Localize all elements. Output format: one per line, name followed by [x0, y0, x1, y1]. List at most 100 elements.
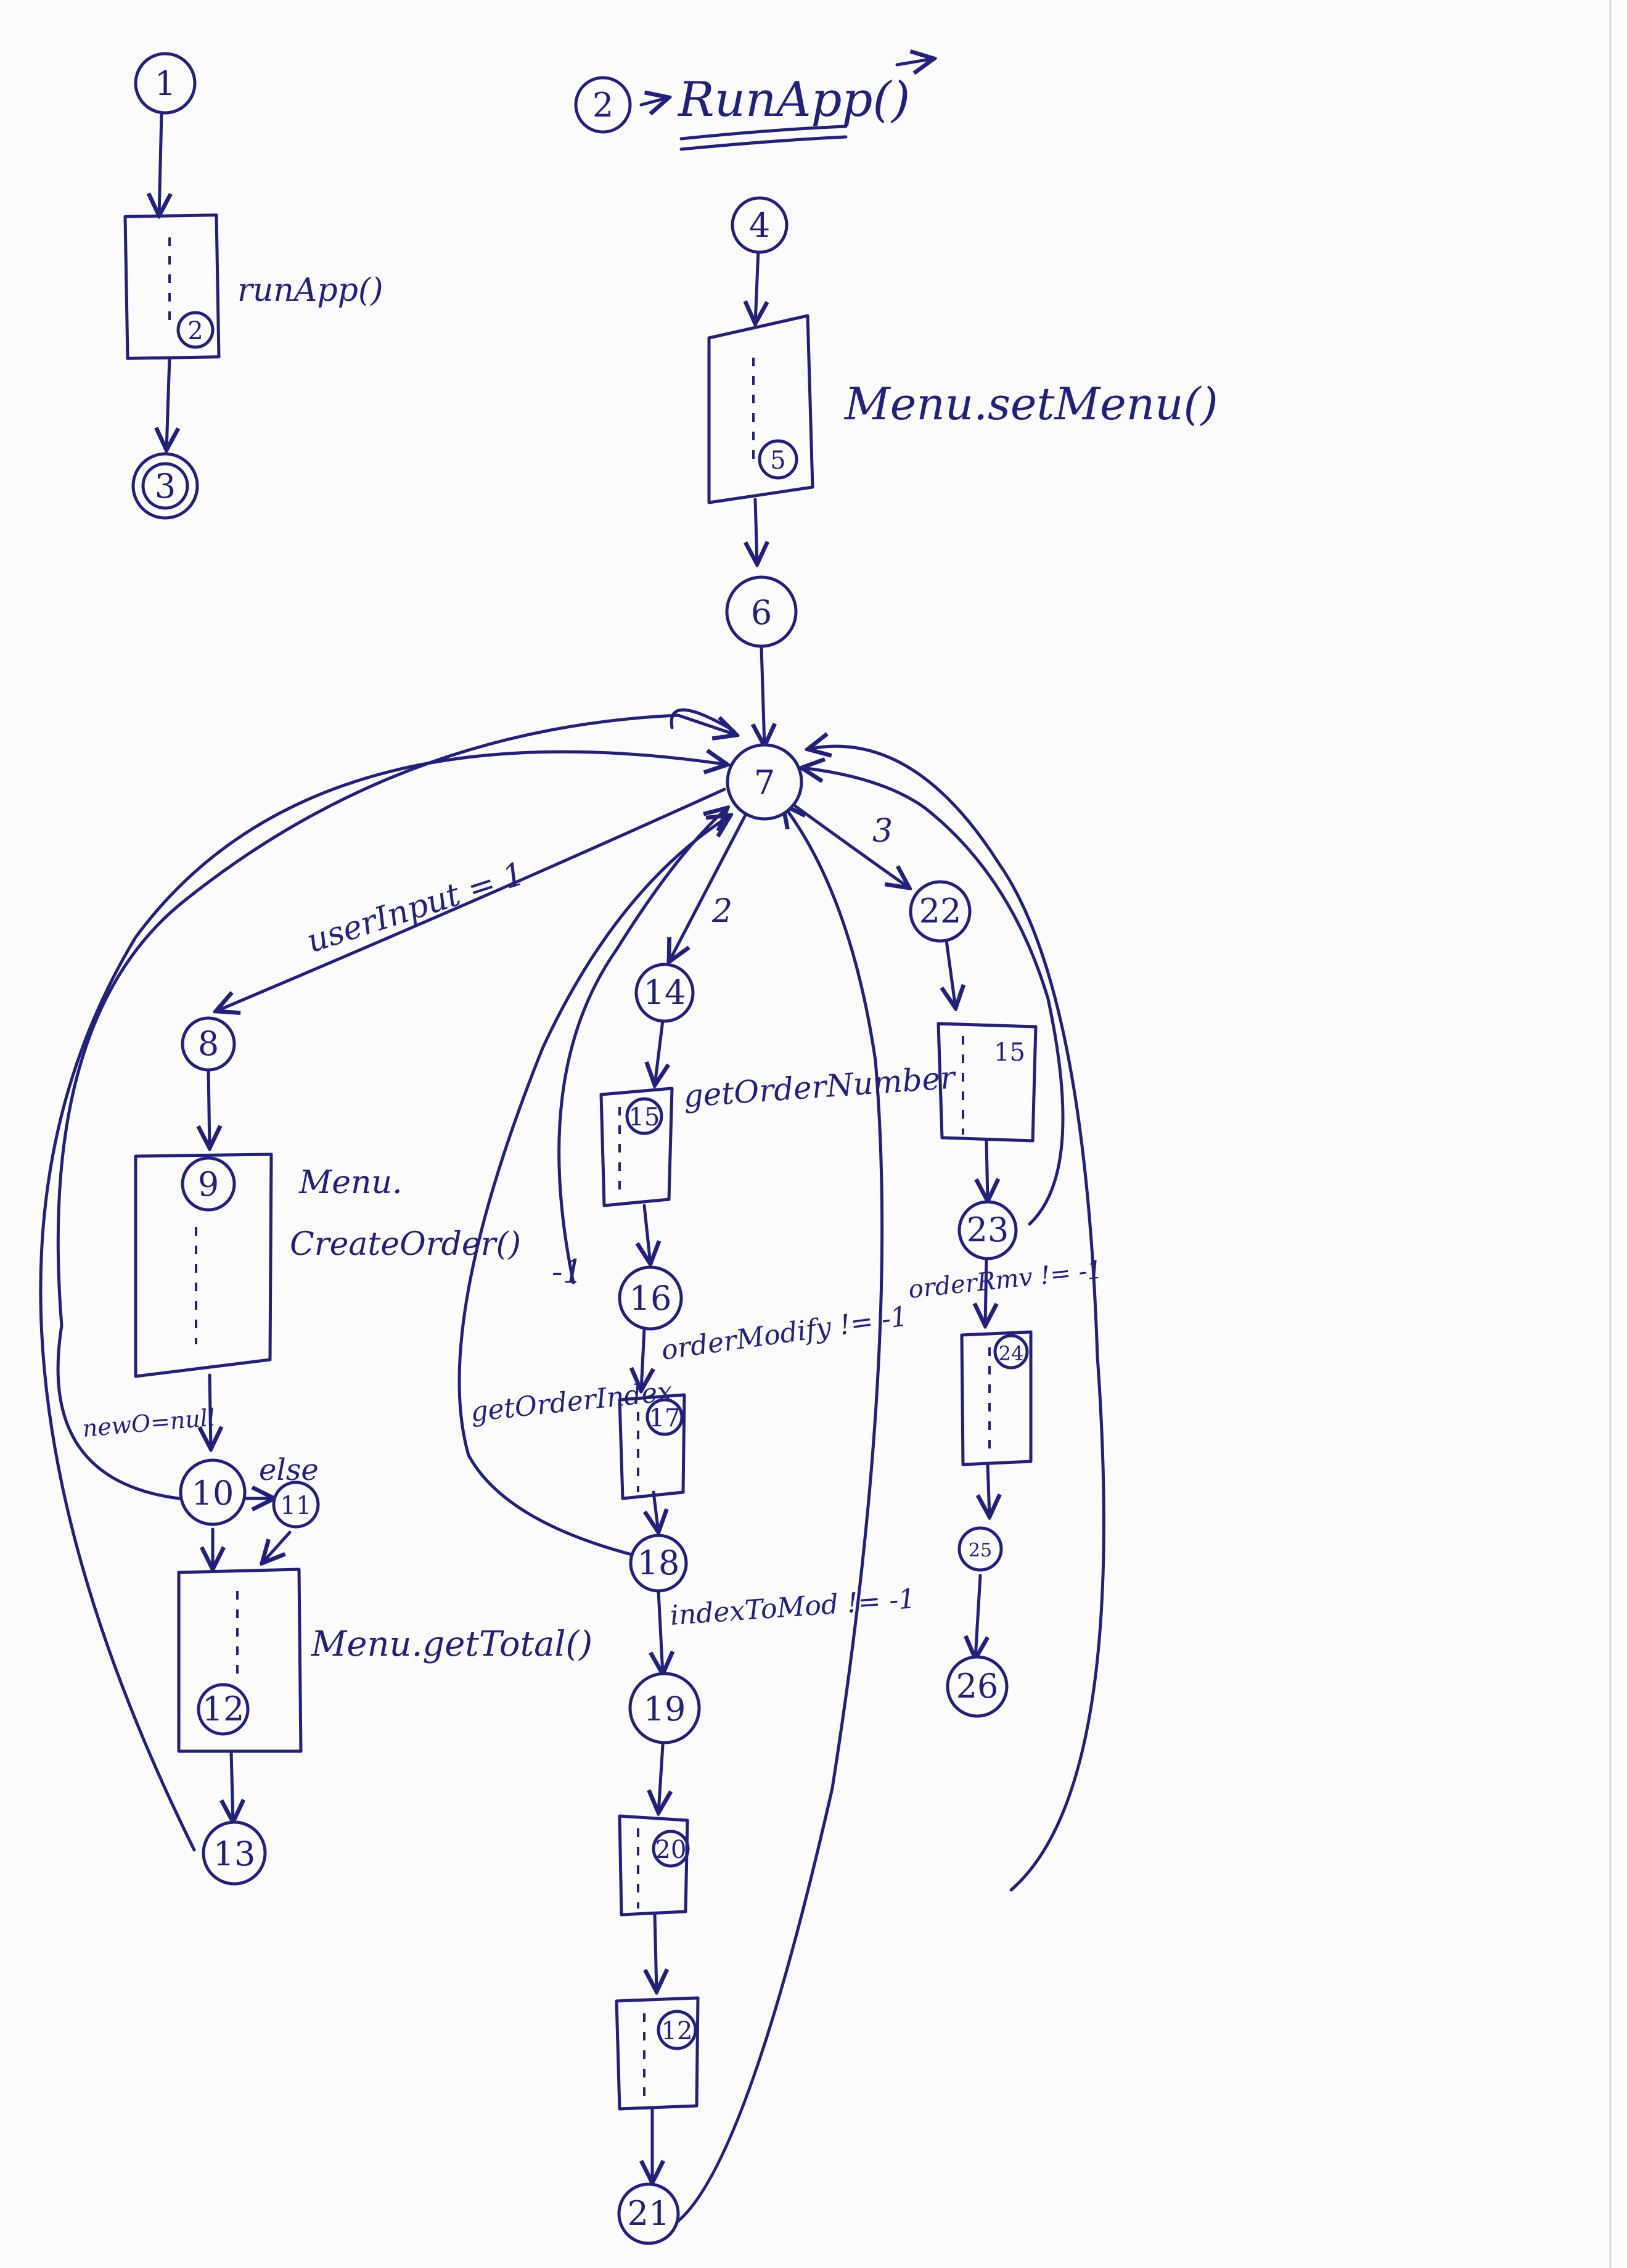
- edge-23-7: [801, 768, 1065, 1226]
- svg-text:8: 8: [198, 1024, 219, 1063]
- svg-text:25: 25: [969, 1540, 992, 1561]
- edge-23-24box: [985, 1256, 986, 1326]
- edge-16-7: [557, 808, 727, 1284]
- label-minus-one: -1: [552, 1254, 583, 1291]
- node-4: 4: [731, 196, 789, 254]
- node-23: 23: [957, 1200, 1018, 1260]
- edge-17box-18: [654, 1490, 658, 1532]
- svg-text:19: 19: [644, 1690, 686, 1728]
- svg-text:7: 7: [754, 763, 775, 802]
- svg-text:15: 15: [994, 1038, 1025, 1067]
- node-26: 26: [946, 1655, 1009, 1718]
- node-11: 11: [272, 1481, 320, 1529]
- svg-text:6: 6: [751, 593, 772, 632]
- title-text: RunApp(): [677, 72, 910, 128]
- svg-text:21: 21: [628, 2194, 670, 2233]
- label-run-app-call: runApp(): [237, 272, 383, 309]
- edge-7-8: [216, 787, 726, 1011]
- svg-text:24: 24: [999, 1342, 1024, 1365]
- svg-text:22: 22: [919, 892, 962, 931]
- node-19: 19: [628, 1672, 701, 1744]
- label-order-modify: orderModify != -1: [659, 1300, 909, 1366]
- edge-5box-6: [755, 498, 757, 564]
- edge-1-2box: [159, 112, 162, 216]
- node-10: 10: [179, 1458, 247, 1526]
- edge-24box-25: [988, 1463, 990, 1517]
- label-get-total: Menu.getTotal(): [311, 1624, 592, 1664]
- edge-16-17box: [641, 1327, 644, 1391]
- edge-4-5box: [755, 248, 758, 324]
- svg-text:15: 15: [629, 1103, 660, 1132]
- svg-text:10: 10: [192, 1474, 234, 1513]
- edge-15box-16: [644, 1204, 650, 1264]
- svg-text:26: 26: [956, 1667, 999, 1706]
- svg-text:12: 12: [202, 1690, 245, 1728]
- edge-26-7: [808, 746, 1105, 1892]
- edge-21-7: [664, 805, 884, 2231]
- label-else: else: [259, 1453, 319, 1487]
- edge-18-19: [658, 1589, 663, 1674]
- node-1: 1: [134, 52, 197, 115]
- node-8: 8: [181, 1016, 236, 1072]
- label-user-input: userInput = 1: [302, 855, 529, 961]
- box-get-total: 12: [177, 1567, 303, 1753]
- svg-text:14: 14: [644, 973, 686, 1012]
- svg-text:1: 1: [155, 64, 176, 103]
- svg-text:23: 23: [967, 1210, 1009, 1249]
- svg-text:2: 2: [187, 317, 203, 345]
- edge-10-7: [56, 713, 737, 1500]
- node-13: 13: [202, 1820, 267, 1886]
- node-25: 25: [957, 1526, 1003, 1572]
- label-set-menu: Menu.setMenu(): [843, 378, 1218, 430]
- node-18: 18: [629, 1534, 688, 1593]
- box-create-order: 9: [134, 1152, 273, 1378]
- node-22: 22: [909, 880, 972, 943]
- label-create-order: CreateOrder(): [290, 1226, 521, 1263]
- label-menu: Menu.: [298, 1164, 403, 1201]
- node-14: 14: [634, 963, 695, 1023]
- edge-15box-23: [986, 1139, 988, 1201]
- svg-text:20: 20: [655, 1836, 687, 1864]
- edge-18-7: [457, 815, 731, 1559]
- svg-text:2: 2: [592, 86, 613, 125]
- box-get-order-index: 17: [618, 1393, 686, 1500]
- svg-text:18: 18: [637, 1543, 680, 1582]
- box-15-right: 15: [936, 1022, 1038, 1143]
- box-get-order-number: 15: [599, 1087, 674, 1207]
- edge-7-22: [787, 800, 909, 888]
- svg-text:4: 4: [749, 206, 770, 245]
- edge-22-15box: [946, 939, 956, 1008]
- svg-text:13: 13: [213, 1835, 256, 1873]
- node-21: 21: [617, 2182, 680, 2245]
- node-7: 7: [726, 743, 803, 821]
- node-3: 3: [131, 452, 199, 520]
- edge-9box-10: [210, 1373, 211, 1449]
- title-group: 2 RunApp(): [574, 59, 934, 151]
- node-16: 16: [618, 1265, 683, 1331]
- edge-25-26: [975, 1574, 980, 1659]
- label-get-order-index: getOrderIndex: [469, 1376, 674, 1428]
- edge-6-7: [761, 646, 764, 746]
- edge-19-20box: [658, 1743, 663, 1813]
- box-set-menu: 5: [707, 314, 814, 504]
- box-12-menu-gettotal: 12: [615, 1996, 700, 2111]
- svg-text:11: 11: [281, 1492, 312, 1520]
- label-index-to-mod: indexToMod != -1: [669, 1583, 917, 1632]
- edge-8-9box: [208, 1068, 210, 1148]
- edge-12box-13: [231, 1749, 233, 1822]
- box-20: 20: [618, 1814, 690, 1917]
- edge-11-12box: [262, 1530, 292, 1563]
- svg-text:9: 9: [198, 1165, 219, 1204]
- edge-7-14: [669, 812, 748, 962]
- label-edge-3: 3: [872, 813, 893, 850]
- edge-20box-12box: [655, 1913, 657, 1992]
- svg-text:16: 16: [629, 1279, 672, 1318]
- label-new-o-null: newO=null: [81, 1403, 216, 1442]
- label-order-rmv: orderRmv != -1: [907, 1255, 1104, 1304]
- box-run-app: 2: [123, 213, 221, 360]
- edge-2box-3: [166, 356, 170, 450]
- node-6: 6: [725, 575, 798, 648]
- edge-14-15box: [655, 1019, 663, 1085]
- box-24: 24: [960, 1330, 1033, 1466]
